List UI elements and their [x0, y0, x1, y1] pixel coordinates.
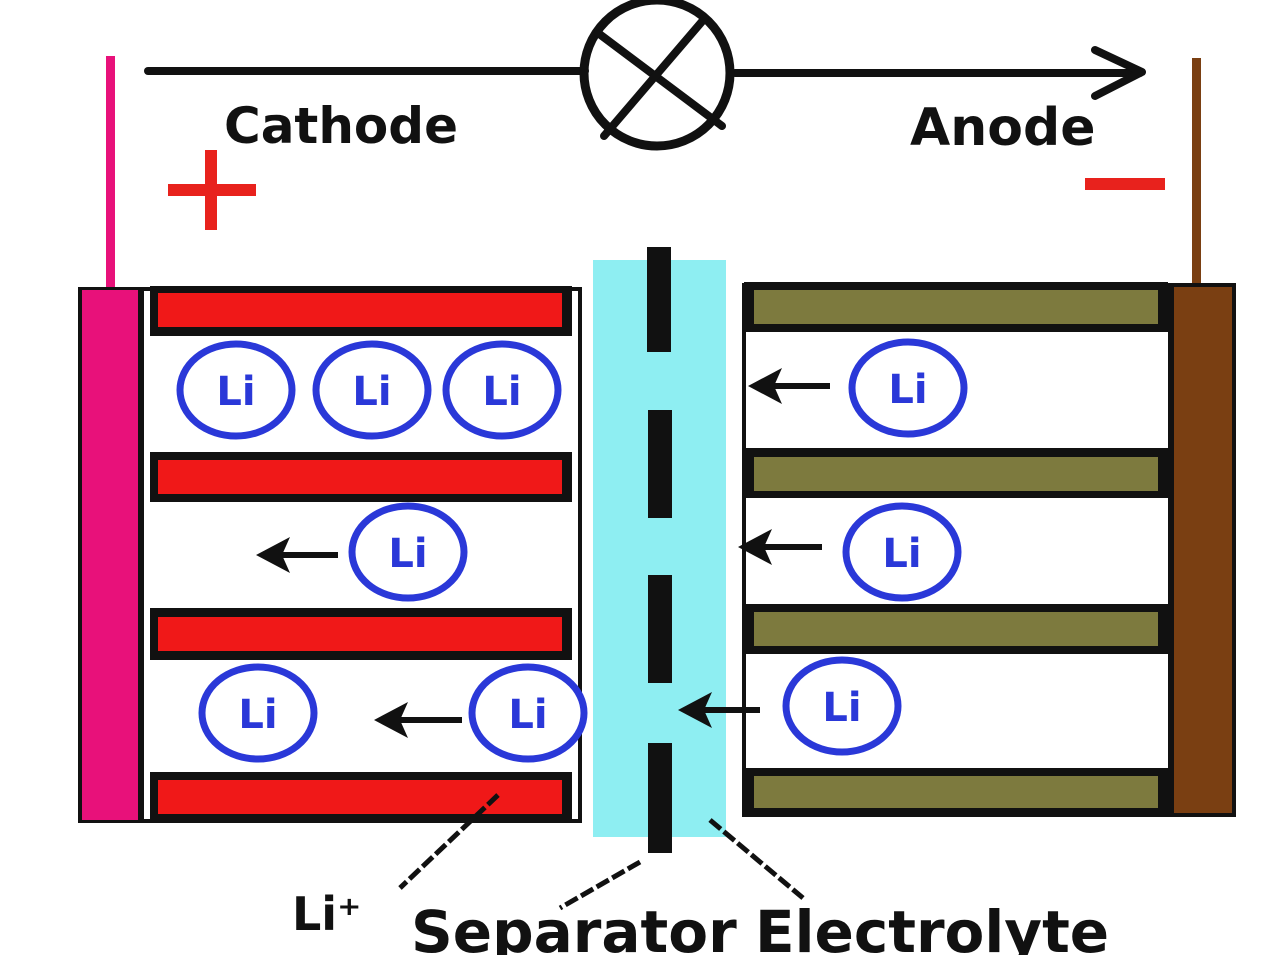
separator [647, 247, 672, 853]
lithium-ion: Li [442, 340, 562, 440]
left-arrow-icon [256, 537, 338, 573]
left-arrow-icon [748, 368, 830, 404]
callout-lines [398, 793, 805, 911]
electrolyte-region [593, 260, 726, 837]
plus-sign-icon [168, 150, 256, 230]
lithium-ion-label: Li [216, 369, 255, 415]
lithium-ion-label: Li [238, 692, 277, 738]
anode-collector [1174, 287, 1232, 813]
lithium-ion: Li [348, 502, 468, 602]
anode-lead [1192, 58, 1201, 290]
separator-label: Separator [411, 898, 737, 955]
lithium-ion: Li [842, 502, 962, 602]
lithium-ion-label: Li [888, 367, 927, 413]
circuit-wire [144, 46, 1146, 100]
current-arrow-icon [1091, 46, 1146, 100]
ion-movement-arrows [256, 368, 830, 738]
cathode-label: Cathode [224, 97, 458, 155]
lithium-ion-label: Li [822, 685, 861, 731]
left-arrow-icon [374, 702, 462, 738]
cathode-plates [150, 286, 572, 822]
li-plus-label: Li⁺ [292, 887, 361, 941]
lamp-cross-icon [579, 0, 735, 151]
minus-sign-icon [1085, 178, 1165, 190]
lithium-ion: Li [782, 656, 902, 756]
cathode-collector [82, 290, 142, 820]
anode-block [742, 282, 1236, 817]
lithium-ion: Li [848, 338, 968, 438]
left-arrow-icon [678, 692, 760, 728]
lithium-ion: Li [198, 663, 318, 763]
lithium-ion-label: Li [388, 531, 427, 577]
lithium-ion-label: Li [352, 369, 391, 415]
anode-plates [744, 282, 1168, 816]
left-arrow-icon [738, 529, 822, 565]
lithium-ion: Li [312, 340, 432, 440]
lithium-ion: Li [176, 340, 296, 440]
lithium-ion-label: Li [882, 531, 921, 577]
lithium-ion-label: Li [508, 692, 547, 738]
lithium-ion: Li [468, 663, 588, 763]
cathode-lead [106, 56, 115, 296]
lithium-ion-label: Li [482, 369, 521, 415]
electrolyte-label: Electrolyte [755, 898, 1109, 955]
anode-label: Anode [910, 98, 1095, 158]
